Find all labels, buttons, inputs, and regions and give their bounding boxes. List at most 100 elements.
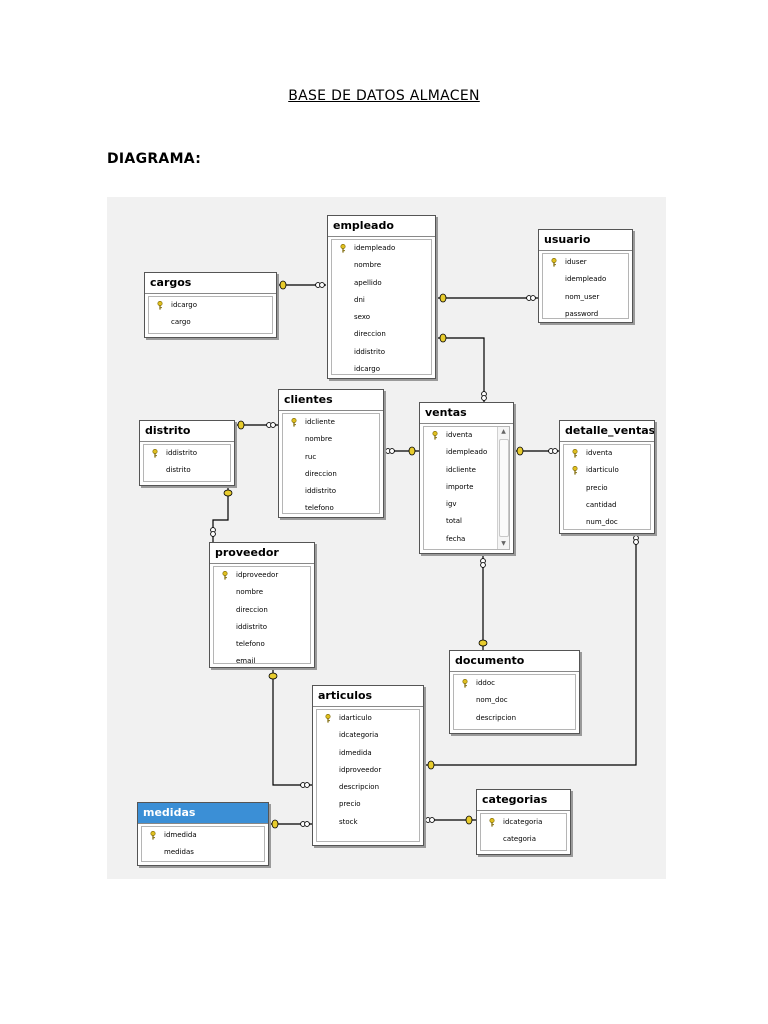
- field-name: iddistrito: [236, 622, 268, 631]
- scroll-up-icon[interactable]: ▲: [501, 428, 506, 435]
- scroll-thumb[interactable]: [499, 439, 509, 537]
- field-row[interactable]: num_doc: [564, 514, 650, 529]
- field-row[interactable]: cantidad: [564, 497, 650, 514]
- field-row[interactable]: direccion: [214, 602, 310, 619]
- field-row[interactable]: idcargo: [332, 361, 431, 374]
- field-row[interactable]: iddistrito: [283, 483, 379, 500]
- field-row[interactable]: idmedida: [317, 745, 419, 762]
- table-header[interactable]: ventas: [420, 403, 513, 424]
- field-row[interactable]: idventa: [564, 445, 650, 462]
- field-row[interactable]: idcategoria: [317, 727, 419, 744]
- field-row[interactable]: idproveedor: [214, 567, 310, 584]
- table-header[interactable]: proveedor: [210, 543, 314, 564]
- table-header[interactable]: usuario: [539, 230, 632, 251]
- table-header[interactable]: distrito: [140, 421, 234, 442]
- table-header[interactable]: empleado: [328, 216, 435, 237]
- rel-detalle-articulos: [424, 534, 637, 766]
- table-header[interactable]: categorias: [477, 790, 570, 811]
- field-row[interactable]: email: [214, 653, 310, 663]
- field-row[interactable]: nom_user: [543, 289, 628, 306]
- field-name: nom_user: [565, 292, 600, 301]
- primary-key-icon: [291, 418, 297, 427]
- field-row[interactable]: idempleado: [424, 444, 509, 461]
- field-row[interactable]: sexo: [332, 309, 431, 326]
- field-row[interactable]: stock: [317, 814, 419, 831]
- field-row[interactable]: password: [543, 306, 628, 318]
- field-row[interactable]: precio: [564, 480, 650, 497]
- scroll-down-icon[interactable]: ▼: [501, 540, 506, 547]
- field-row[interactable]: idventa: [424, 427, 509, 444]
- table-header[interactable]: clientes: [279, 390, 383, 411]
- field-name: num_doc: [586, 518, 618, 527]
- field-row[interactable]: iduser: [543, 254, 628, 271]
- field-row[interactable]: direccion: [332, 326, 431, 343]
- field-name: idcliente: [305, 418, 335, 426]
- field-row[interactable]: total: [424, 513, 509, 530]
- field-row[interactable]: descripcion: [317, 779, 419, 796]
- field-row[interactable]: dni: [332, 292, 431, 309]
- field-row[interactable]: idcliente: [424, 462, 509, 479]
- field-row[interactable]: telefono: [214, 636, 310, 653]
- field-row[interactable]: iddistrito: [214, 619, 310, 636]
- field-row[interactable]: telefono: [283, 500, 379, 513]
- table-header[interactable]: medidas: [138, 803, 268, 824]
- table-documento[interactable]: documento iddoc nom_doc descripcion: [449, 650, 580, 734]
- field-name: idcategoria: [503, 818, 543, 826]
- table-header[interactable]: articulos: [313, 686, 423, 707]
- field-row[interactable]: medidas: [142, 844, 264, 861]
- infinity-end-icon: [633, 535, 639, 545]
- table-header[interactable]: documento: [450, 651, 579, 672]
- key-end-icon: [223, 489, 233, 497]
- field-row[interactable]: iddistrito: [332, 344, 431, 361]
- infinity-end-icon: [315, 282, 325, 288]
- field-row[interactable]: importe: [424, 479, 509, 496]
- field-row[interactable]: apellido: [332, 275, 431, 292]
- field-row[interactable]: idempleado: [543, 271, 628, 288]
- field-row[interactable]: fecha: [424, 531, 509, 548]
- field-row[interactable]: categoria: [481, 831, 566, 848]
- field-row[interactable]: idproveedor: [317, 762, 419, 779]
- field-row[interactable]: ruc: [283, 449, 379, 466]
- table-header[interactable]: cargos: [145, 273, 276, 294]
- field-row[interactable]: idarticulo: [564, 462, 650, 479]
- table-categorias[interactable]: categorias idcategoria categoria: [476, 789, 571, 855]
- key-end-icon: [439, 293, 447, 303]
- field-row[interactable]: nombre: [283, 431, 379, 448]
- infinity-end-icon: [425, 817, 435, 823]
- table-header[interactable]: detalle_ventas: [560, 421, 654, 442]
- vertical-scrollbar[interactable]: ▲▼: [497, 427, 509, 549]
- field-row[interactable]: igv: [424, 496, 509, 513]
- field-name: nom_doc: [476, 696, 508, 705]
- field-row[interactable]: precio: [317, 796, 419, 813]
- field-row[interactable]: idcliente: [283, 414, 379, 431]
- field-row[interactable]: distrito: [144, 462, 230, 479]
- field-row[interactable]: idmedida: [142, 827, 264, 844]
- section-label: DIAGRAMA:: [107, 151, 202, 167]
- field-row[interactable]: idarticulo: [317, 710, 419, 727]
- field-row[interactable]: idcategoria: [481, 814, 566, 831]
- field-row[interactable]: iddoc: [454, 675, 575, 692]
- field-row[interactable]: direccion: [283, 466, 379, 483]
- field-name: apellido: [354, 278, 382, 287]
- field-row[interactable]: descripcion: [454, 710, 575, 727]
- field-row[interactable]: idempleado: [332, 240, 431, 257]
- field-row[interactable]: cargo: [149, 314, 272, 331]
- field-row[interactable]: iddistrito: [144, 445, 230, 462]
- field-row[interactable]: nombre: [214, 584, 310, 601]
- field-row[interactable]: idcargo: [149, 297, 272, 314]
- field-name: iddoc: [476, 679, 495, 687]
- field-row[interactable]: nom_doc: [454, 692, 575, 709]
- field-row[interactable]: nombre: [332, 257, 431, 274]
